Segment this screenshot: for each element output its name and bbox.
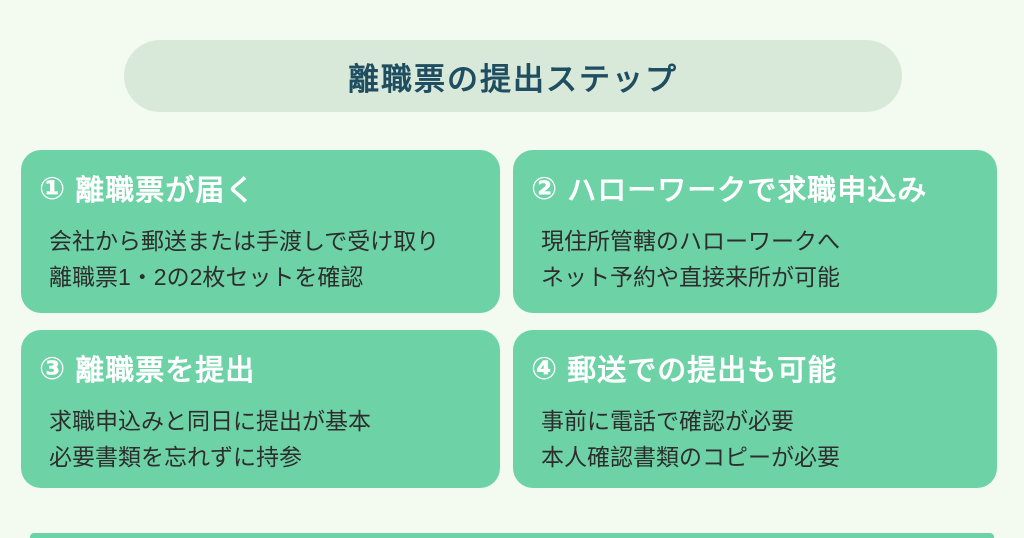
- step-description-line: 求職申込みと同日に提出が基本: [49, 408, 371, 434]
- page-title: 離職票の提出ステップ: [348, 61, 678, 97]
- step-description: 求職申込みと同日に提出が基本 必要書類を忘れずに持参: [49, 403, 482, 475]
- step-heading: ① 離職票が届く: [39, 162, 482, 209]
- step-description: 事前に電話で確認が必要 本人確認書類のコピーが必要: [541, 403, 979, 475]
- title-pill: 離職票の提出ステップ: [124, 40, 902, 112]
- step-description-line: 事前に電話で確認が必要: [541, 408, 794, 434]
- step-description-line: ネット予約や直接来所が可能: [541, 264, 840, 290]
- steps-grid: ① 離職票が届く 会社から郵送または手渡しで受け取り 離職票1・2の2枚セットを…: [21, 150, 997, 488]
- step-title: 離職票が届く: [75, 175, 256, 207]
- step-title: 郵送での提出も可能: [567, 355, 838, 387]
- step-description-line: 離職票1・2の2枚セットを確認: [49, 264, 364, 290]
- step-number-icon: ①: [39, 170, 67, 206]
- step-description-line: 会社から郵送または手渡しで受け取り: [49, 228, 440, 254]
- step-card-1: ① 離職票が届く 会社から郵送または手渡しで受け取り 離職票1・2の2枚セットを…: [21, 150, 500, 313]
- step-description-line: 本人確認書類のコピーが必要: [541, 444, 840, 470]
- step-heading: ④ 郵送での提出も可能: [531, 342, 979, 389]
- step-heading: ② ハローワークで求職申込み: [531, 162, 979, 209]
- step-number-icon: ④: [531, 350, 559, 386]
- step-title: ハローワークで求職申込み: [567, 175, 928, 207]
- step-card-4: ④ 郵送での提出も可能 事前に電話で確認が必要 本人確認書類のコピーが必要: [513, 330, 997, 488]
- step-heading: ③ 離職票を提出: [39, 342, 482, 389]
- step-card-3: ③ 離職票を提出 求職申込みと同日に提出が基本 必要書類を忘れずに持参: [21, 330, 500, 488]
- step-number-icon: ③: [39, 350, 67, 386]
- step-number-icon: ②: [531, 170, 559, 206]
- bottom-accent-bar: [30, 533, 994, 538]
- step-description: 現住所管轄のハローワークへ ネット予約や直接来所が可能: [541, 223, 979, 295]
- step-description-line: 現住所管轄のハローワークへ: [541, 228, 840, 254]
- step-card-2: ② ハローワークで求職申込み 現住所管轄のハローワークへ ネット予約や直接来所が…: [513, 150, 997, 313]
- step-title: 離職票を提出: [75, 355, 256, 387]
- step-description: 会社から郵送または手渡しで受け取り 離職票1・2の2枚セットを確認: [49, 223, 482, 295]
- step-description-line: 必要書類を忘れずに持参: [49, 444, 302, 470]
